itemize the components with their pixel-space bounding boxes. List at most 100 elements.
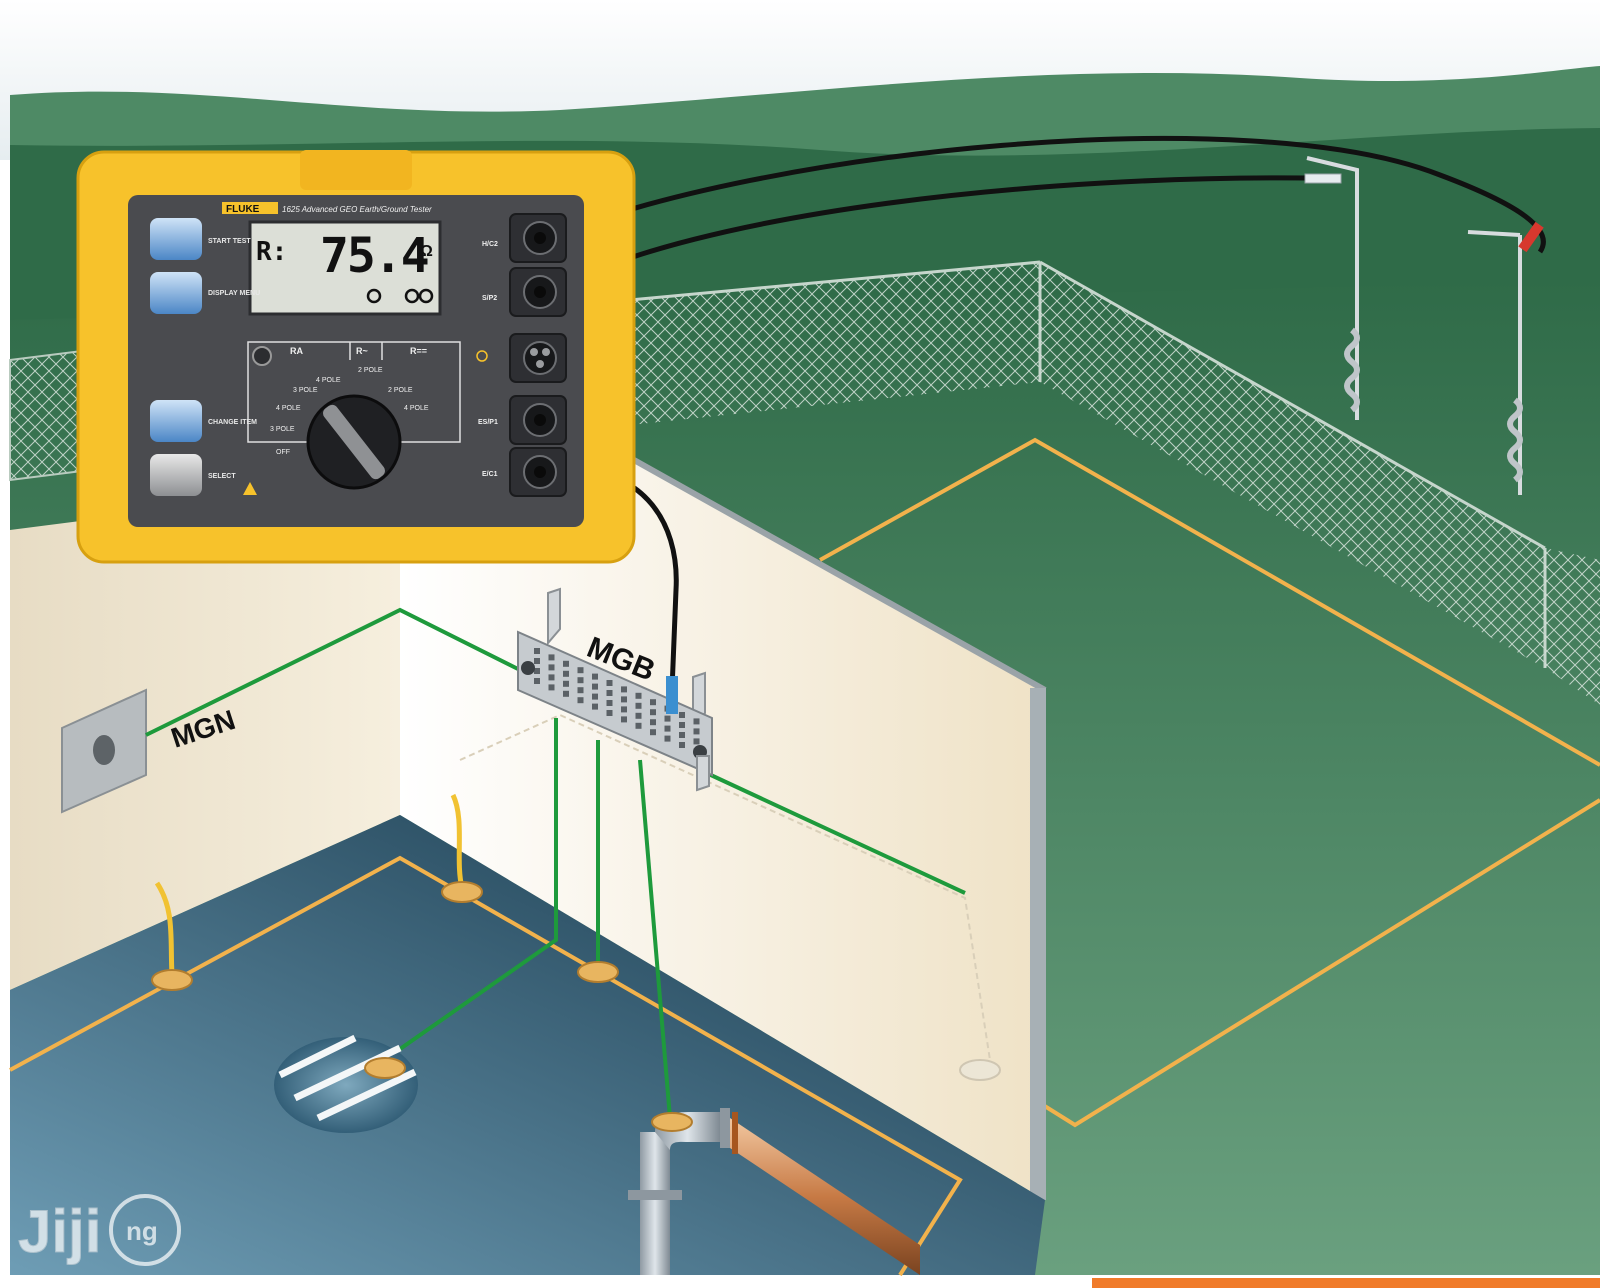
- dial-option-1: 3 POLE: [293, 387, 318, 394]
- display-value: 75.4: [320, 228, 428, 284]
- button-display-menu[interactable]: DISPLAY MENU: [150, 272, 260, 314]
- button-select[interactable]: SELECT: [150, 454, 236, 496]
- mgb-hole: [693, 718, 700, 725]
- terminal-h-c2-label: H/C2: [482, 241, 498, 248]
- mgb-hole: [635, 702, 642, 709]
- button-select-label: SELECT: [208, 473, 236, 480]
- dial-option-5: 2 POLE: [358, 367, 383, 374]
- mgb-hole: [664, 725, 671, 732]
- dial-option-7: 4 POLE: [404, 405, 429, 412]
- mgb-hole: [534, 678, 540, 684]
- mgb-hole: [621, 686, 627, 693]
- mgb-hole: [650, 699, 656, 706]
- mgb-hole: [606, 700, 613, 706]
- lead-h-c2: [547, 135, 1546, 254]
- fence-back: [630, 262, 1040, 425]
- mgb-hole: [664, 735, 671, 742]
- mgn-wall-plate: [61, 688, 147, 814]
- mgb-hole: [635, 712, 642, 719]
- tester-handle: [300, 150, 412, 190]
- dial-option-4: 4 POLE: [276, 405, 301, 412]
- clip-white: [1304, 173, 1342, 184]
- button-display-menu-label: DISPLAY MENU: [208, 290, 260, 297]
- mgb-hole: [592, 693, 598, 700]
- terminal-es-p1[interactable]: ES/P1: [478, 395, 567, 445]
- mgb-hole: [635, 692, 642, 699]
- mgb-hole: [679, 722, 685, 728]
- pipe-assembly: [628, 1108, 920, 1275]
- ground-stud-5: [959, 1059, 1001, 1081]
- mgb-hole: [693, 728, 700, 735]
- accent-bar: [1092, 1278, 1600, 1288]
- ground-stake-inner: [1467, 230, 1523, 495]
- watermark-text: Jiji: [18, 1198, 101, 1265]
- mgb-hole: [650, 729, 656, 736]
- fence-top-rail: [629, 260, 1041, 302]
- mgb-hole: [577, 687, 584, 694]
- tester-brand: FLUKE: [226, 204, 260, 215]
- pit-wall-right: [400, 455, 1045, 1200]
- mgb-hole: [679, 712, 685, 718]
- mgb-hole: [577, 677, 584, 684]
- terminal-e-c1-label: E/C1: [482, 471, 498, 478]
- dial-option-2: 4 POLE: [316, 377, 341, 384]
- terminal-clamp[interactable]: [476, 333, 567, 383]
- dial-section-ra: RA: [290, 346, 303, 356]
- terminal-h-c2[interactable]: H/C2: [482, 213, 567, 263]
- ground-stud-2: [441, 793, 483, 903]
- display-indicator-1: [366, 288, 382, 304]
- terminal-s-p2[interactable]: S/P2: [482, 267, 567, 317]
- fence-far-right: [1545, 548, 1600, 705]
- tester-display: [248, 220, 442, 316]
- mgb-hole: [548, 664, 555, 671]
- dial-option-6: 2 POLE: [388, 387, 413, 394]
- watermark: Jiji ng: [18, 1194, 181, 1266]
- rotary-dial[interactable]: [306, 394, 402, 490]
- display-indicator-2: [404, 288, 420, 304]
- button-change-item[interactable]: CHANGE ITEM: [150, 400, 257, 442]
- mgb-drop-1: [378, 718, 558, 1065]
- lead-e-c1-ferrule: [666, 676, 678, 714]
- mgb-hole: [548, 684, 555, 691]
- mgb-hole: [606, 710, 613, 716]
- dial-option-8: OFF: [276, 449, 290, 456]
- terminal-e-c1[interactable]: E/C1: [482, 447, 567, 497]
- mgb-hole: [679, 742, 685, 748]
- mgb-hole: [650, 709, 656, 716]
- fence-top-rail-right: [1039, 260, 1546, 550]
- dial-section-r-dc: R==: [410, 346, 427, 356]
- display-indicator-3: [418, 288, 434, 304]
- tester-brand-badge: [222, 202, 278, 214]
- watermark-badge-circle: [109, 1194, 181, 1266]
- mgb-hole: [592, 683, 598, 690]
- wall-rim: [623, 452, 1047, 693]
- warning-icon: [243, 482, 257, 495]
- mgb-hole: [635, 722, 642, 729]
- fence-right: [1040, 262, 1545, 668]
- dial-aux-jack: [252, 346, 272, 366]
- terminal-s-p2-label: S/P2: [482, 295, 497, 302]
- ground-stake-outer: [1306, 156, 1360, 420]
- clip-red: [1518, 221, 1544, 253]
- wall-ghost-line: [459, 713, 991, 1061]
- mgb-hole: [621, 716, 627, 723]
- mgb-hole: [563, 680, 569, 687]
- tester-model: 1625 Advanced GEO Earth/Ground Tester: [282, 205, 432, 214]
- clamp-icon: [476, 350, 488, 362]
- mgb-hole: [621, 696, 627, 703]
- mgb-hole: [693, 738, 700, 745]
- floor-drain: [274, 1034, 418, 1133]
- mgb-hole: [534, 658, 540, 664]
- field-boundary: [819, 437, 1600, 767]
- button-start-test[interactable]: START TEST: [150, 218, 251, 260]
- mgb-hole: [548, 654, 555, 661]
- mgb-bus-bar: [517, 587, 713, 792]
- dial-option-3: 3 POLE: [270, 426, 295, 433]
- wall-corner-post: [1030, 688, 1046, 1200]
- mgb-hole: [679, 732, 685, 738]
- pit-wall-left: [10, 480, 400, 990]
- mgb-hole: [534, 648, 540, 654]
- display-unit: Ω: [420, 243, 433, 260]
- mgb-drop-3: [638, 759, 672, 1119]
